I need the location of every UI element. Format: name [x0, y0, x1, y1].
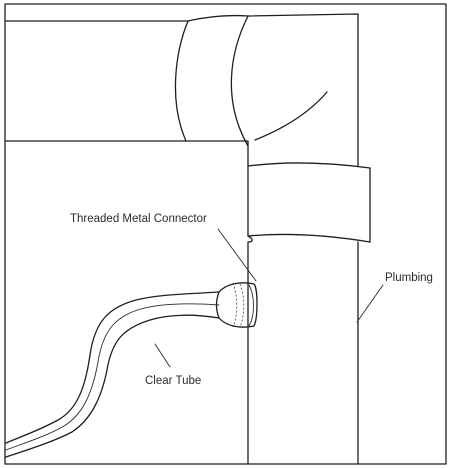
elbow-joint — [174, 13, 359, 147]
clear-tube — [5, 291, 220, 458]
label-threaded-metal-connector: Threaded Metal Connector — [70, 213, 207, 225]
vertical-pipe — [247, 33, 359, 465]
coupling-collar — [247, 162, 371, 243]
callout-leaders — [154, 228, 384, 368]
diagram-frame — [4, 3, 447, 465]
label-plumbing: Plumbing — [385, 272, 433, 284]
label-clear-tube: Clear Tube — [145, 375, 201, 387]
horizontal-pipe — [5, 20, 189, 142]
threaded-metal-connector — [215, 282, 258, 328]
